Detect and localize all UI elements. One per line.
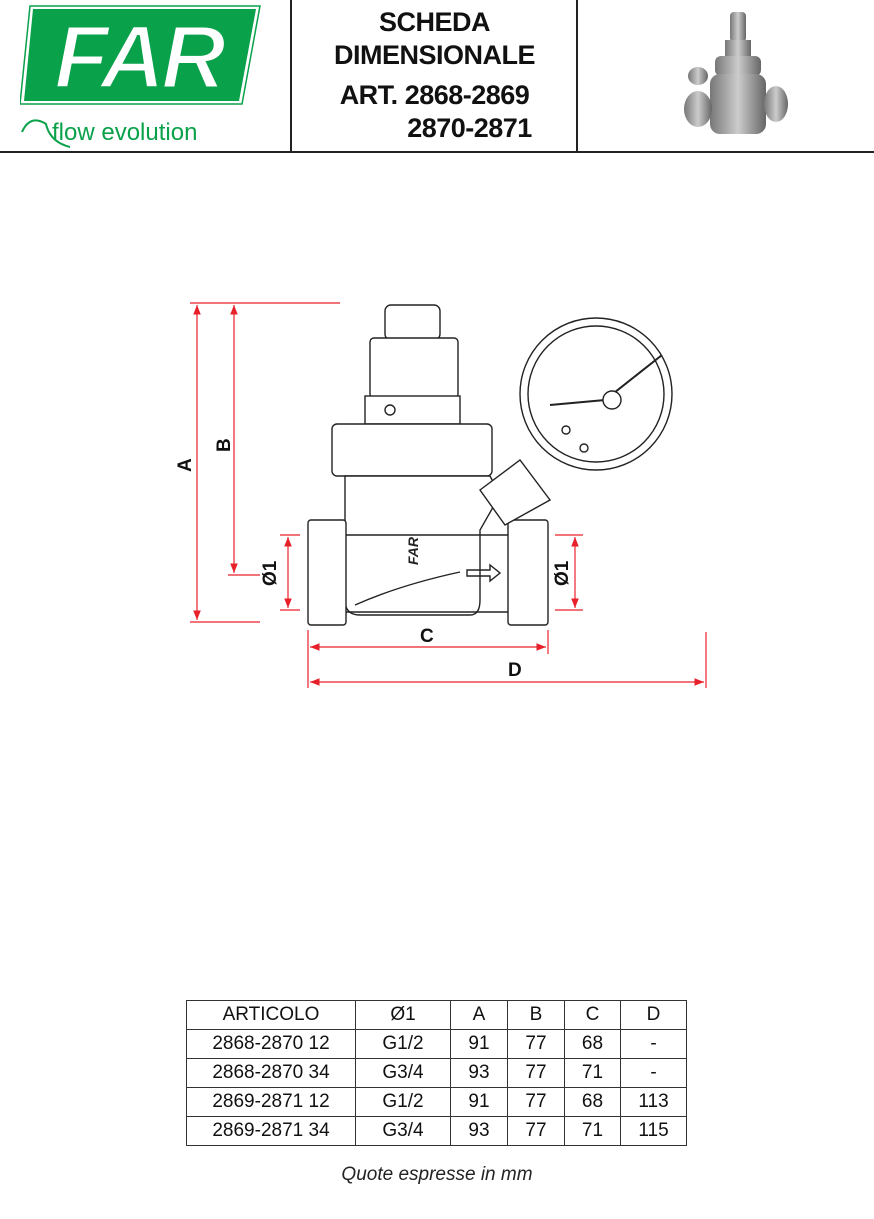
title-line: 2870-2871 [407, 113, 532, 143]
dimension-label-a: A [175, 458, 196, 472]
header-divider-2 [576, 0, 578, 152]
column-header: B [507, 1000, 565, 1030]
product-photo [684, 12, 788, 134]
cell: 77 [507, 1087, 565, 1117]
cell: 71 [564, 1058, 621, 1088]
cell: 2869-2871 34 [186, 1116, 356, 1146]
column-header: Ø1 [355, 1000, 451, 1030]
column-header: ARTICOLO [186, 1000, 356, 1030]
cell: 68 [564, 1029, 621, 1059]
dimension-label-c: C [420, 626, 434, 647]
cell: G1/2 [355, 1029, 451, 1059]
column-header: C [564, 1000, 621, 1030]
document-title: SCHEDA DIMENSIONALE ART. 2868-2869 2870-… [292, 6, 577, 145]
column-header: A [450, 1000, 508, 1030]
cell: G3/4 [355, 1116, 451, 1146]
title-line: ART. 2868-2869 [339, 80, 530, 110]
header-divider-bottom [0, 151, 874, 153]
dimension-label-d1-right: Ø1 [552, 560, 573, 586]
logo-wordmark: FAR [54, 8, 226, 108]
header-divider-1 [290, 0, 292, 152]
cell: 2868-2870 12 [186, 1029, 356, 1059]
cell: 113 [620, 1087, 687, 1117]
cell: 91 [450, 1029, 508, 1059]
dimension-label-d: D [508, 660, 522, 681]
logo-tagline: flow evolution [52, 119, 197, 146]
cell: 71 [564, 1116, 621, 1146]
dimension-label-b: B [214, 438, 235, 452]
column-header: D [620, 1000, 687, 1030]
title-line: DIMENSIONALE [333, 40, 536, 70]
cell: - [620, 1029, 687, 1059]
cell: 77 [507, 1029, 565, 1059]
cell: 2868-2870 34 [186, 1058, 356, 1088]
cell: 77 [507, 1116, 565, 1146]
far-logo: FAR flow evolution [20, 5, 261, 148]
valve-outline [307, 304, 673, 626]
cell: 93 [450, 1116, 508, 1146]
dimension-label-d1-left: Ø1 [260, 560, 281, 586]
cell: 2869-2871 12 [186, 1087, 356, 1117]
body-mark: FAR [405, 536, 421, 565]
cell: 77 [507, 1058, 565, 1088]
units-note: Quote espresse in mm [341, 1164, 533, 1185]
cell: 93 [450, 1058, 508, 1088]
cell: - [620, 1058, 687, 1088]
title-line: SCHEDA [378, 7, 491, 37]
cell: G1/2 [355, 1087, 451, 1117]
dimension-lines [190, 302, 707, 688]
dimensional-drawing: FAR A B Ø1 Ø1 C D [175, 302, 707, 688]
table-header-row: ARTICOLO Ø1 A B C D [186, 1000, 687, 1030]
cell: 115 [620, 1116, 687, 1146]
cell: G3/4 [355, 1058, 451, 1088]
cell: 91 [450, 1087, 508, 1117]
cell: 68 [564, 1087, 621, 1117]
